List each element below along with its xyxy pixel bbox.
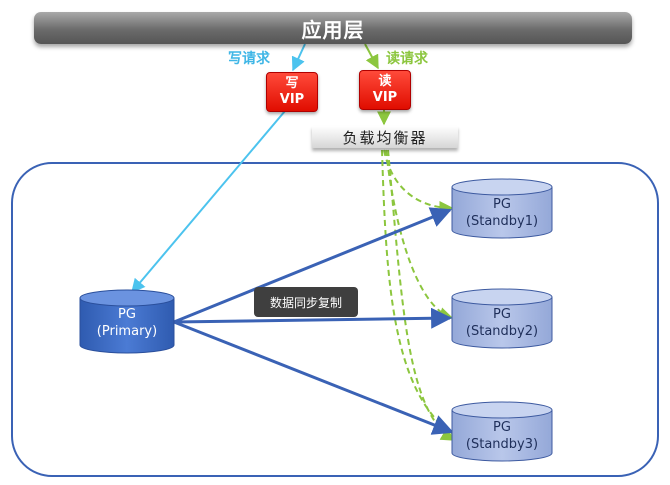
read-path-to-standby1 xyxy=(383,149,454,215)
standby2-db-icon xyxy=(451,288,553,349)
write-vip-line1: 写 xyxy=(285,76,299,91)
app-layer-label: 应用层 xyxy=(301,17,365,42)
read-vip-line2: VIP xyxy=(372,90,398,105)
standby2-db-line2: (Standby2) xyxy=(465,324,539,339)
primary-db-label: PG (Primary) xyxy=(80,306,174,340)
sync-replication-label: 数据同步复制 xyxy=(254,287,358,317)
read-path-extra xyxy=(381,149,453,435)
primary-db-line1: PG xyxy=(118,307,136,322)
replication-to-standby1 xyxy=(173,207,452,324)
standby1-db-label: PG (Standby1) xyxy=(452,196,552,230)
standby3-db-line2: (Standby3) xyxy=(465,437,539,452)
write-path-vip-to-primary xyxy=(131,110,286,294)
app-layer-bar: 应用层 xyxy=(34,12,632,44)
standby3-db-label: PG (Standby3) xyxy=(452,419,552,453)
sync-replication-text: 数据同步复制 xyxy=(269,295,342,310)
standby1-db-icon xyxy=(451,178,553,239)
replication-to-standby2 xyxy=(173,307,453,329)
write-request-arrow xyxy=(291,43,306,72)
primary-db-icon xyxy=(79,289,175,354)
load-balancer-box: 负载均衡器 xyxy=(312,126,458,148)
standby3-db-icon xyxy=(451,401,553,462)
standby2-db-line1: PG xyxy=(493,307,511,322)
primary-db-line2: (Primary) xyxy=(96,324,158,339)
standby2-db-label: PG (Standby2) xyxy=(452,306,552,340)
read-vip-line1: 读 xyxy=(378,74,392,89)
standby1-db-line1: PG xyxy=(493,197,511,212)
write-vip-line2: VIP xyxy=(279,92,305,107)
load-balancer-label: 负载均衡器 xyxy=(342,128,428,147)
cluster-boundary xyxy=(11,162,659,477)
standby1-db-line2: (Standby1) xyxy=(465,214,539,229)
write-request-label: 写请求 xyxy=(228,51,270,67)
read-request-arrow xyxy=(364,43,379,70)
write-vip-box: 写 VIP xyxy=(266,72,318,112)
read-vip-box: 读 VIP xyxy=(359,70,411,110)
read-request-label: 读请求 xyxy=(386,51,428,67)
standby3-db-line1: PG xyxy=(493,420,511,435)
replication-to-standby3 xyxy=(173,320,454,435)
